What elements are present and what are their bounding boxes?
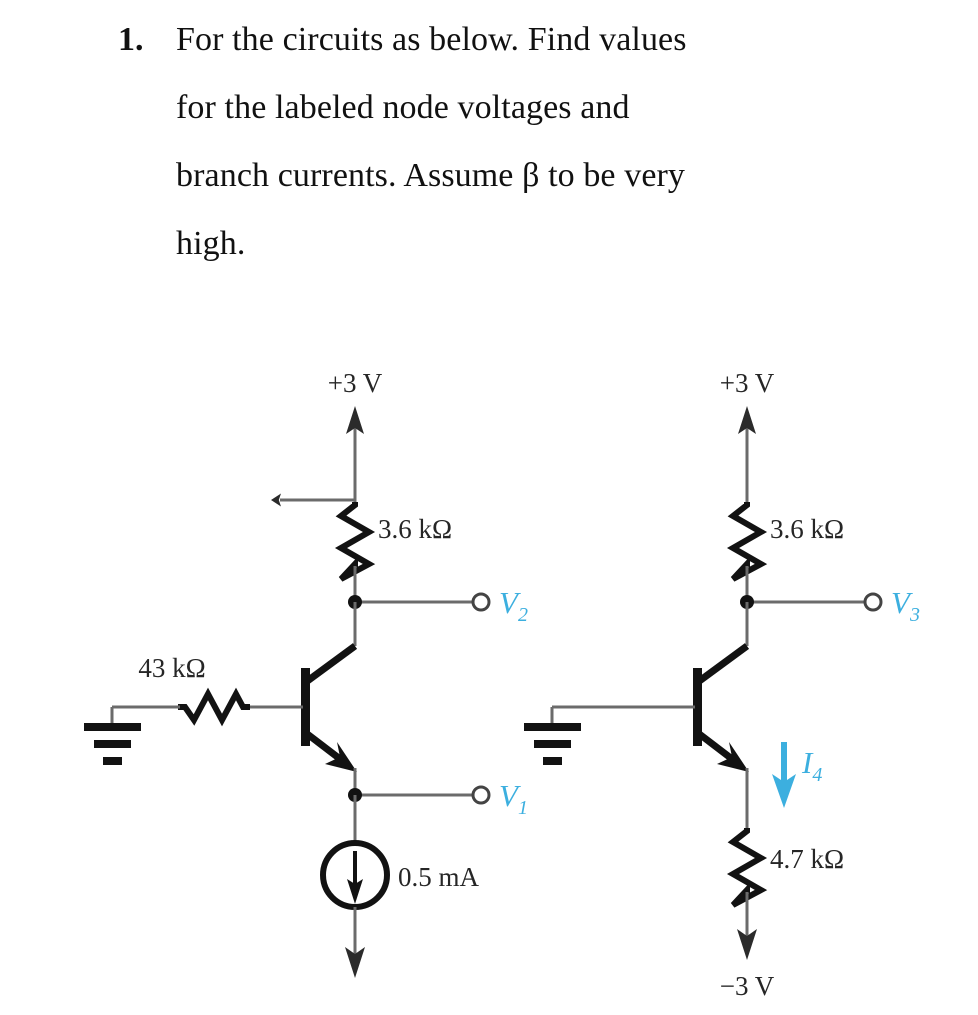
right-v3-terminal-icon <box>863 592 883 612</box>
right-collector-resistor-label: 3.6 kΩ <box>770 514 844 544</box>
left-collector-resistor-icon <box>334 502 376 602</box>
left-v2-node <box>348 592 491 612</box>
problem-text-line: high. <box>176 225 246 262</box>
problem-line-2: for the labeled node voltages and <box>118 74 948 142</box>
right-emitter-resistor-icon <box>726 828 768 960</box>
left-circuit: +3 V 3.6 kΩ V2 <box>84 368 528 978</box>
left-v1-label: V1 <box>499 778 528 819</box>
problem-statement: 1. For the circuits as below. Find value… <box>118 6 948 278</box>
left-v2-terminal-icon <box>471 592 491 612</box>
problem-text-line: For the circuits as below. Find values <box>176 21 687 58</box>
right-i4-label: I4 <box>801 745 822 786</box>
left-supply-top-label: +3 V <box>328 368 383 398</box>
right-supply-arrow-icon <box>738 406 756 502</box>
left-v1-node <box>348 785 491 805</box>
right-v3-node <box>740 592 883 612</box>
right-v3-label: V3 <box>891 585 920 626</box>
left-base-resistor-icon <box>178 687 250 727</box>
left-npn-transistor-icon <box>301 643 358 795</box>
problem-line-4: high. <box>118 210 948 278</box>
right-i4-current-arrow-icon <box>772 742 796 808</box>
problem-line-1: 1. For the circuits as below. Find value… <box>118 6 948 74</box>
right-circuit: +3 V 3.6 kΩ V3 <box>524 368 920 1001</box>
left-current-source-icon <box>320 795 390 978</box>
right-ground-icon <box>524 723 581 765</box>
left-base-network <box>110 687 303 727</box>
right-collector-resistor-icon <box>726 502 768 602</box>
left-base-resistor-label: 43 kΩ <box>138 653 205 683</box>
problem-line-3: branch currents. Assume β to be very <box>118 142 948 210</box>
right-emitter-resistor-label: 4.7 kΩ <box>770 844 844 874</box>
circuit-diagrams: +3 V 3.6 kΩ V2 <box>0 330 978 1015</box>
problem-text-line: for the labeled node voltages and <box>176 89 630 126</box>
left-collector-resistor-label: 3.6 kΩ <box>378 514 452 544</box>
left-v2-label: V2 <box>499 585 528 626</box>
right-npn-transistor-icon <box>693 643 750 830</box>
left-current-source-label: 0.5 mA <box>398 862 480 892</box>
right-supply-top-label: +3 V <box>720 368 775 398</box>
problem-text-line: branch currents. Assume β to be very <box>176 157 686 194</box>
left-supply-arrow-icon <box>271 406 364 507</box>
right-supply-bottom-label: −3 V <box>720 971 775 1001</box>
problem-number: 1. <box>118 21 144 58</box>
left-v1-terminal-icon <box>471 785 491 805</box>
left-ground-icon <box>84 723 141 765</box>
